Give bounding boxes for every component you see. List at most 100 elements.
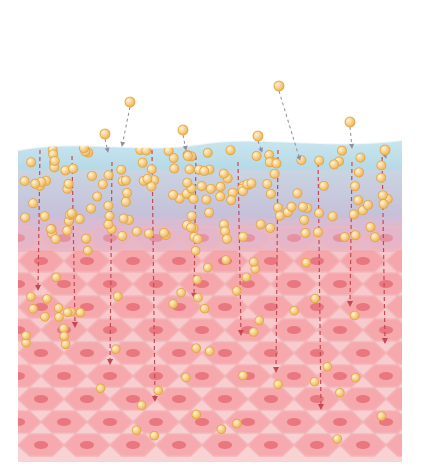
nutrient-particle-icon xyxy=(182,150,193,161)
cell-nucleus xyxy=(241,280,255,288)
cell-nucleus xyxy=(34,349,48,357)
cell-nucleus xyxy=(402,257,416,265)
nutrient-particle-icon xyxy=(49,156,60,167)
nutrient-particle-icon xyxy=(289,305,300,316)
cell-nucleus xyxy=(57,418,71,426)
cell-nucleus xyxy=(287,280,301,288)
nutrient-particle-icon xyxy=(74,214,85,225)
outer-particle-paths xyxy=(104,90,388,161)
nutrient-particle-icon xyxy=(131,226,142,237)
particle-path-arrow xyxy=(120,106,131,147)
nutrient-particle-icon xyxy=(19,176,30,187)
nutrient-particle-icon xyxy=(335,387,345,398)
cell-nucleus xyxy=(379,326,393,334)
cell-nucleus xyxy=(57,280,71,288)
nutrient-particle-icon xyxy=(168,299,178,309)
cell-nucleus xyxy=(333,418,347,426)
nutrient-particle-icon xyxy=(218,168,229,179)
skin-cell-icon xyxy=(409,411,432,433)
nutrient-particle-icon xyxy=(314,155,325,166)
skin-cell-icon xyxy=(409,319,432,341)
nutrient-particle-icon xyxy=(110,344,121,354)
nutrient-particle-icon xyxy=(318,180,329,191)
nutrient-particle-icon xyxy=(252,130,264,142)
nutrient-particle-icon xyxy=(39,211,50,222)
nutrient-particle-icon xyxy=(248,327,259,337)
cell-nucleus xyxy=(425,418,432,426)
nutrient-particle-icon xyxy=(188,193,199,204)
nutrient-particle-icon xyxy=(379,144,391,156)
nutrient-particle-icon xyxy=(26,291,36,302)
nutrient-particle-icon xyxy=(299,214,310,225)
cell-nucleus xyxy=(126,349,140,357)
cell-nucleus xyxy=(103,234,117,242)
cell-nucleus xyxy=(333,326,347,334)
cell-nucleus xyxy=(195,326,209,334)
nutrient-particle-icon xyxy=(248,257,259,267)
skin-cell-icon xyxy=(18,387,20,411)
nutrient-particle-icon xyxy=(86,203,97,214)
cell-nucleus xyxy=(425,234,432,242)
cell-nucleus xyxy=(18,418,25,426)
nutrient-particle-icon xyxy=(232,418,242,429)
nutrient-particle-icon xyxy=(28,198,39,209)
nutrient-particle-icon xyxy=(168,153,179,164)
cell-nucleus xyxy=(287,372,301,380)
cell-nucleus xyxy=(18,326,25,334)
nutrient-particle-icon xyxy=(344,116,356,128)
cell-nucleus xyxy=(333,372,347,380)
nutrient-particle-icon xyxy=(131,425,142,436)
nutrient-particle-icon xyxy=(103,200,114,211)
skin-layers xyxy=(18,140,432,462)
nutrient-particle-icon xyxy=(46,224,57,235)
nutrient-particle-icon xyxy=(269,168,280,179)
nutrient-particle-icon xyxy=(201,194,212,205)
nutrient-particle-icon xyxy=(238,231,249,242)
nutrient-particle-icon xyxy=(196,181,207,192)
cell-nucleus xyxy=(264,257,278,265)
cell-nucleus xyxy=(218,441,232,449)
nutrient-particle-icon xyxy=(221,234,232,245)
nutrient-particle-icon xyxy=(153,385,164,396)
skin-cell-icon xyxy=(409,365,432,387)
cell-nucleus xyxy=(310,395,324,403)
particle-path-arrow xyxy=(182,134,188,151)
cell-nucleus xyxy=(264,303,278,311)
cell-nucleus xyxy=(218,303,232,311)
nutrient-particle-icon xyxy=(50,234,61,245)
cell-nucleus xyxy=(287,326,301,334)
cell-nucleus xyxy=(379,372,393,380)
cell-nucleus xyxy=(379,234,393,242)
nutrient-particle-icon xyxy=(221,255,231,265)
cell-nucleus xyxy=(80,349,94,357)
nutrient-particle-icon xyxy=(103,170,114,181)
nutrient-particle-icon xyxy=(124,96,136,108)
nutrient-particle-icon xyxy=(292,188,303,199)
nutrient-particle-icon xyxy=(104,211,115,222)
nutrient-particle-icon xyxy=(271,158,282,169)
nutrient-particle-icon xyxy=(363,199,374,210)
cell-nucleus xyxy=(402,349,416,357)
cell-nucleus xyxy=(218,395,232,403)
nutrient-particle-icon xyxy=(40,312,50,322)
skin-cell-icon xyxy=(384,387,402,411)
nutrient-particle-icon xyxy=(181,372,191,383)
nutrient-particle-icon xyxy=(296,155,307,166)
cell-nucleus xyxy=(126,441,140,449)
cell-nucleus xyxy=(149,280,163,288)
skin-cell-icon xyxy=(409,273,432,295)
nutrient-particle-icon xyxy=(216,424,227,434)
cell-nucleus xyxy=(57,372,71,380)
nutrient-particle-icon xyxy=(204,207,215,218)
nutrient-particle-icon xyxy=(199,166,210,177)
cell-nucleus xyxy=(310,303,324,311)
nutrient-particle-icon xyxy=(327,211,338,222)
nutrient-particle-icon xyxy=(376,172,387,183)
nutrient-particle-icon xyxy=(66,208,77,219)
cell-nucleus xyxy=(172,395,186,403)
nutrient-particle-icon xyxy=(42,293,52,304)
nutrient-particle-icon xyxy=(186,210,197,221)
cell-nucleus xyxy=(402,441,416,449)
nutrient-particle-icon xyxy=(348,209,359,220)
